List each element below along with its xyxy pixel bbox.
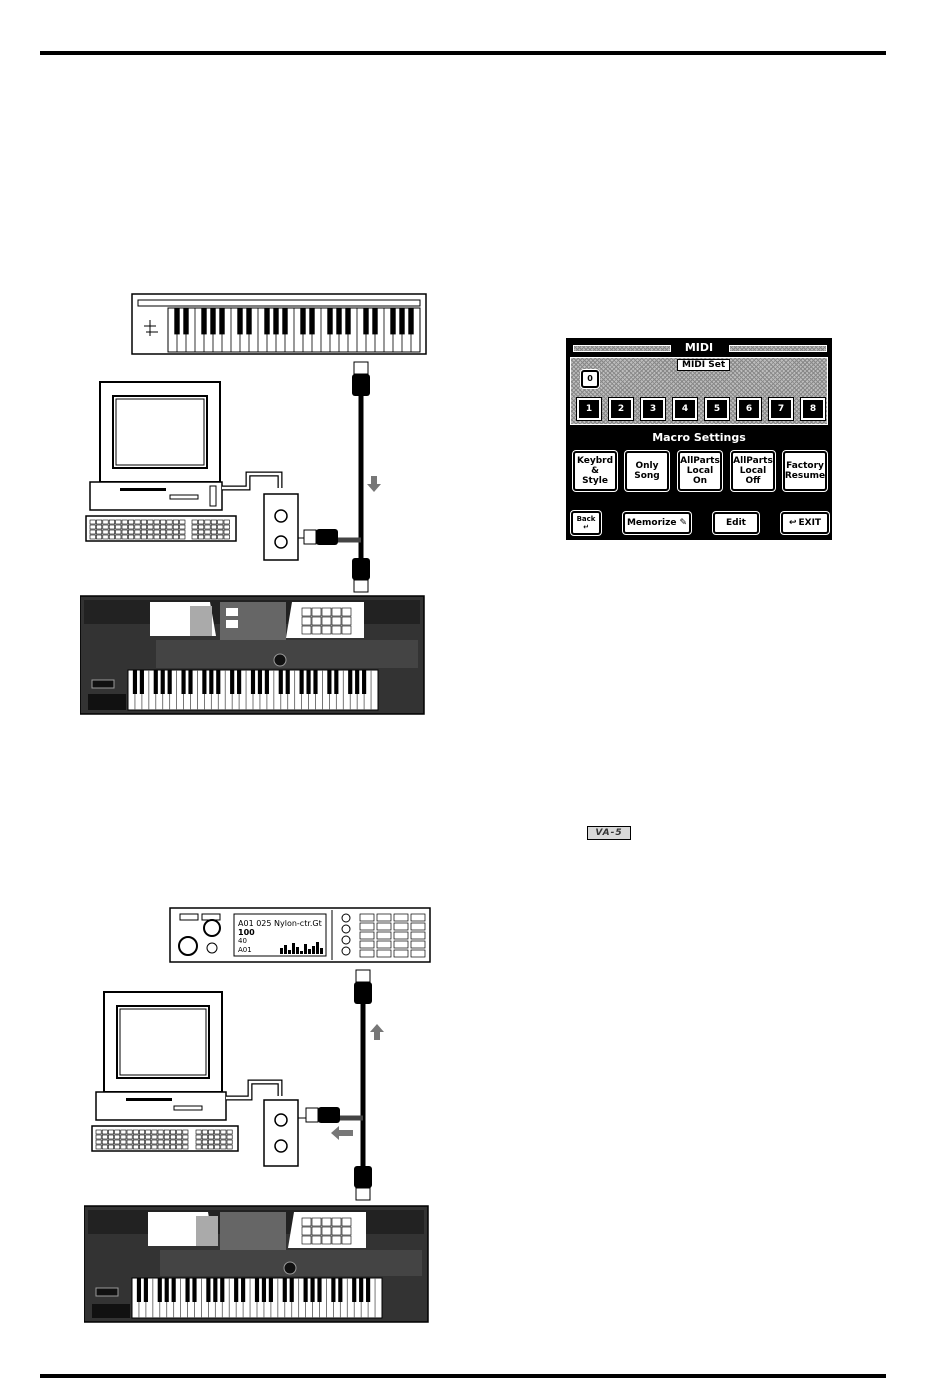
back-label: Back [577, 515, 596, 523]
computer [92, 992, 280, 1151]
midi-title: MIDI [675, 341, 723, 354]
midi-set-button-4[interactable]: 4 [673, 398, 697, 420]
memorize-label: Memorize [627, 518, 677, 528]
arrow-left-icon [331, 1126, 353, 1140]
macro-only-song-button[interactable]: Only Song [625, 451, 669, 491]
arrow-up-icon [370, 1024, 384, 1040]
footer-rule [40, 1374, 886, 1378]
arranger-keyboard [84, 1206, 428, 1322]
memorize-button[interactable]: Memorize ✎ [623, 512, 691, 534]
midi-set-button-2[interactable]: 2 [609, 398, 633, 420]
midi-set-label: MIDI Set [677, 359, 730, 371]
midi-set-button-3[interactable]: 3 [641, 398, 665, 420]
header-rule [40, 51, 886, 55]
edit-button[interactable]: Edit [713, 512, 759, 534]
module-display-line4: A01 [238, 946, 252, 954]
midi-set-button-7[interactable]: 7 [769, 398, 793, 420]
macro-allparts-local-on-button[interactable]: AllParts Local On [678, 451, 722, 491]
sound-module: A01 025 Nylon-ctr.Gt 100 40 A01 [170, 908, 430, 962]
exit-icon: ↩ [789, 518, 797, 528]
midi-interface [264, 494, 298, 560]
midi-cable [298, 362, 381, 592]
connection-diagram-1 [80, 290, 430, 720]
macro-keybrd-style-button[interactable]: Keybrd & Style [573, 451, 617, 491]
module-display-line1: A01 025 Nylon-ctr.Gt [238, 919, 322, 928]
arrow-down-icon [367, 476, 381, 492]
macro-allparts-local-off-button[interactable]: AllParts Local Off [731, 451, 775, 491]
connection-diagram-2: A01 025 Nylon-ctr.Gt 100 40 A01 [84, 906, 434, 1326]
master-keyboard [132, 294, 426, 354]
midi-title-bar: MIDI [569, 342, 829, 353]
midi-cable [298, 970, 384, 1200]
midi-set-button-8[interactable]: 8 [801, 398, 825, 420]
exit-button[interactable]: ↩ EXIT [781, 512, 829, 534]
arranger-keyboard [80, 596, 424, 714]
midi-interface [264, 1100, 298, 1166]
module-display-line2: 100 [238, 928, 255, 937]
midi-set-selected-button[interactable]: 0 [581, 370, 599, 388]
midi-set-button-1[interactable]: 1 [577, 398, 601, 420]
module-display-line3: 40 [238, 937, 247, 945]
computer [86, 382, 280, 541]
return-arrow-icon: ↵ [583, 523, 589, 531]
pencil-icon: ✎ [679, 518, 687, 528]
vas-badge: VA-5 [587, 826, 631, 840]
macro-settings-label: Macro Settings [567, 431, 831, 444]
midi-screen: MIDI MIDI Set 0 1 2 3 4 5 6 7 8 Macro Se… [566, 338, 832, 540]
macro-factory-resume-button[interactable]: Factory Resume [783, 451, 827, 491]
midi-set-button-6[interactable]: 6 [737, 398, 761, 420]
midi-set-button-5[interactable]: 5 [705, 398, 729, 420]
exit-label: EXIT [798, 518, 821, 528]
back-button[interactable]: Back ↵ [571, 511, 601, 535]
